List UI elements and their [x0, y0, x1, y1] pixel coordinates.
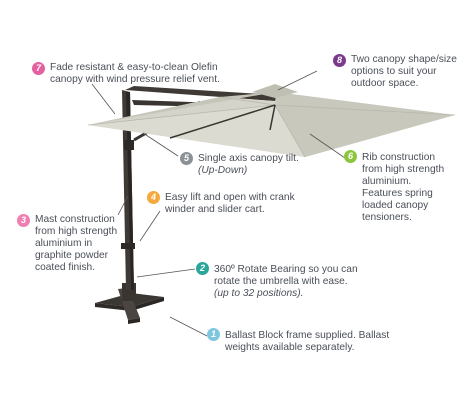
callout-1-badge: 1 [207, 328, 220, 341]
callout-1-line-2: weights available separately. [225, 342, 355, 353]
callout-5-line-1: Single axis canopy tilt. [198, 153, 299, 164]
callout-7-line-1: Fade resistant & easy-to-clean Olefin [50, 62, 218, 73]
callout-2-line-1: 360º Rotate Bearing so you can [214, 264, 358, 275]
callout-8-line-2: options to suit your [351, 66, 437, 77]
callout-3-line-2: from high strength [35, 226, 118, 237]
callout-6-line-1: Rib construction [362, 152, 436, 163]
callout-7-line-2: canopy with wind pressure relief vent. [50, 74, 220, 85]
callout-6-text: Rib construction from high strength alum… [362, 152, 444, 224]
callout-1-text: Ballast Block frame supplied. Ballast we… [225, 330, 389, 354]
callout-6-line-4: Features spring [362, 188, 433, 199]
callout-3-line-5: coated finish. [35, 262, 96, 273]
callout-8-badge: 8 [333, 54, 346, 67]
canopy [87, 84, 456, 158]
callout-2-italic: (up to 32 positions). [214, 288, 304, 299]
mast [121, 90, 135, 290]
callout-4-line-1: Easy lift and open with crank [165, 192, 295, 203]
callout-8-line-3: outdoor space. [351, 78, 419, 89]
callout-7-badge: 7 [32, 62, 45, 75]
callout-2-text: 360º Rotate Bearing so you can rotate th… [214, 264, 358, 300]
ballast-base-frame [95, 283, 164, 324]
callout-7-text: Fade resistant & easy-to-clean Olefin ca… [50, 62, 220, 86]
callout-1-line-1: Ballast Block frame supplied. Ballast [225, 330, 390, 341]
leader-lines [91, 70, 346, 337]
callout-4-text: Easy lift and open with crank winder and… [165, 192, 295, 216]
callout-3-line-4: graphite powder [35, 250, 109, 261]
callout-8-line-1: Two canopy shape/size [351, 54, 457, 65]
callout-4-badge: 4 [147, 191, 160, 204]
callout-2-badge: 2 [196, 262, 209, 275]
callout-6-line-3: aluminium. [362, 176, 412, 187]
callout-2-line-2: rotate the umbrella with ease. [214, 276, 348, 287]
callout-3-text: Mast construction from high strength alu… [35, 214, 117, 274]
callout-8-text: Two canopy shape/size options to suit yo… [351, 54, 457, 90]
callout-5-text: Single axis canopy tilt. (Up-Down) [198, 153, 299, 177]
callout-3-line-3: aluminium in [35, 238, 93, 249]
callout-6-badge: 6 [344, 150, 357, 163]
callout-4-line-2: winder and slider cart. [165, 204, 265, 215]
callout-6-line-2: from high strength [362, 164, 445, 175]
callout-6-line-5: loaded canopy [362, 200, 429, 211]
callout-3-line-1: Mast construction [35, 214, 115, 225]
callout-3-badge: 3 [17, 214, 30, 227]
callout-5-badge: 5 [180, 152, 193, 165]
callout-5-italic: (Up-Down) [198, 165, 248, 176]
callout-6-line-6: tensioners. [362, 212, 412, 223]
